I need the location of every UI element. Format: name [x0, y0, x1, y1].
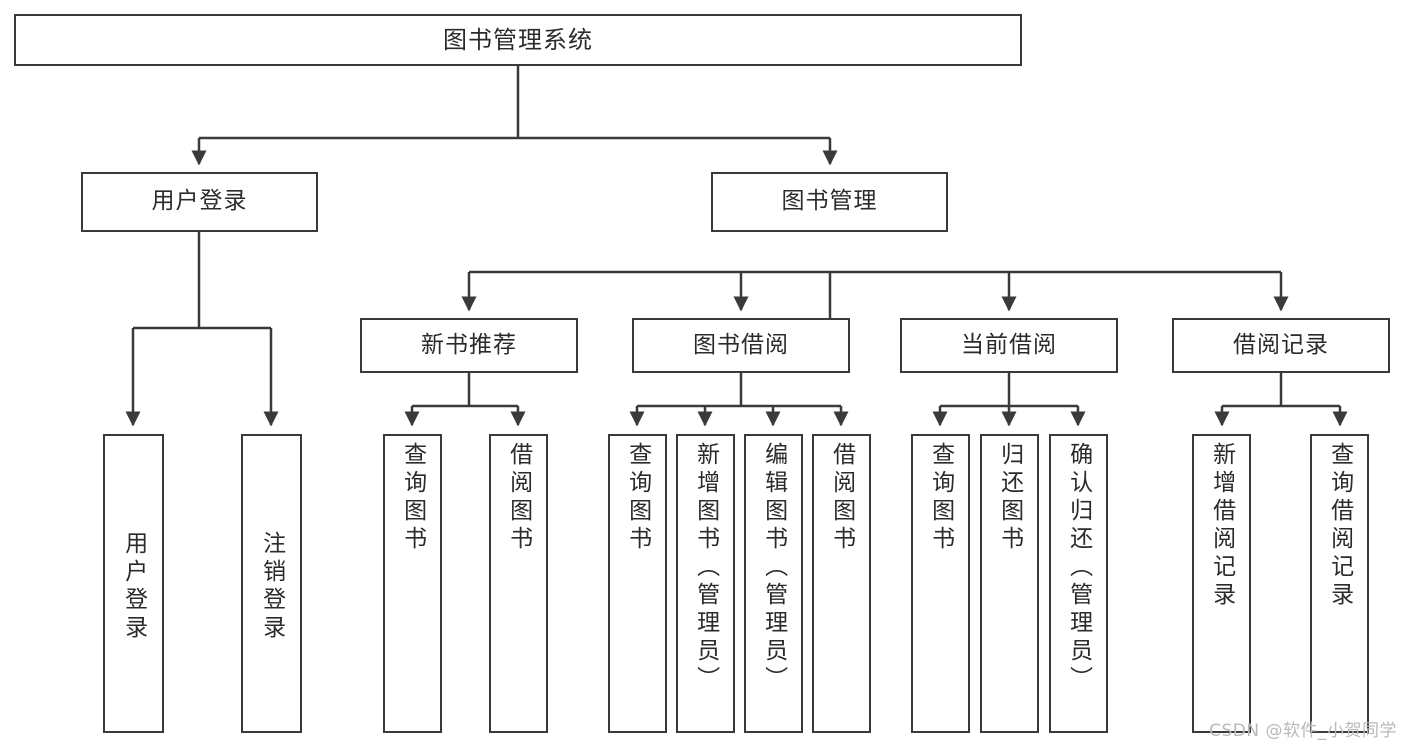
node-root-system[interactable]: 图书管理系统	[14, 14, 1022, 66]
node-book-borrow[interactable]: 图书借阅	[632, 318, 850, 373]
node-new-book-recommend[interactable]: 新书推荐	[360, 318, 578, 373]
node-leaf-query-book-3[interactable]: 查询图书	[911, 434, 970, 733]
node-leaf-user-login[interactable]: 用户登录	[103, 434, 164, 733]
node-leaf-add-book-label: 新增图书（管理员）	[692, 442, 719, 694]
node-leaf-add-book[interactable]: 新增图书（管理员）	[676, 434, 735, 733]
node-leaf-user-login-label: 用户登录	[120, 530, 147, 643]
node-leaf-query-book-2[interactable]: 查询图书	[608, 434, 667, 733]
node-leaf-query-record-label: 查询借阅记录	[1326, 442, 1353, 610]
node-leaf-edit-book[interactable]: 编辑图书（管理员）	[744, 434, 803, 733]
csdn-watermark: CSDN @软件_小贺同学	[1209, 721, 1397, 741]
node-leaf-query-book-2-label: 查询图书	[624, 442, 651, 554]
node-leaf-borrow-book-1-label: 借阅图书	[505, 442, 532, 554]
node-leaf-query-book-1[interactable]: 查询图书	[383, 434, 442, 733]
node-leaf-return-book[interactable]: 归还图书	[980, 434, 1039, 733]
node-leaf-add-record-label: 新增借阅记录	[1208, 442, 1235, 610]
node-leaf-add-record[interactable]: 新增借阅记录	[1192, 434, 1251, 733]
node-borrow-record[interactable]: 借阅记录	[1172, 318, 1390, 373]
node-leaf-confirm-return[interactable]: 确认归还（管理员）	[1049, 434, 1108, 733]
node-leaf-logout-login[interactable]: 注销登录	[241, 434, 302, 733]
node-leaf-edit-book-label: 编辑图书（管理员）	[760, 442, 787, 694]
node-leaf-confirm-return-label: 确认归还（管理员）	[1065, 442, 1092, 694]
node-leaf-borrow-book-1[interactable]: 借阅图书	[489, 434, 548, 733]
node-leaf-borrow-book-2-label: 借阅图书	[828, 442, 855, 554]
node-user-login[interactable]: 用户登录	[81, 172, 318, 232]
node-leaf-query-record[interactable]: 查询借阅记录	[1310, 434, 1369, 733]
node-leaf-query-book-1-label: 查询图书	[399, 442, 426, 554]
node-current-borrow-label: 当前借阅	[961, 331, 1057, 358]
node-leaf-logout-login-label: 注销登录	[258, 530, 285, 643]
node-root-system-label: 图书管理系统	[443, 25, 593, 54]
node-leaf-query-book-3-label: 查询图书	[927, 442, 954, 554]
node-borrow-record-label: 借阅记录	[1233, 331, 1329, 358]
node-book-management[interactable]: 图书管理	[711, 172, 948, 232]
node-book-management-label: 图书管理	[781, 188, 878, 215]
node-new-book-recommend-label: 新书推荐	[421, 331, 517, 358]
node-user-login-label: 用户登录	[151, 188, 248, 215]
node-leaf-borrow-book-2[interactable]: 借阅图书	[812, 434, 871, 733]
node-book-borrow-label: 图书借阅	[693, 331, 789, 358]
node-leaf-return-book-label: 归还图书	[996, 442, 1023, 554]
node-current-borrow[interactable]: 当前借阅	[900, 318, 1118, 373]
